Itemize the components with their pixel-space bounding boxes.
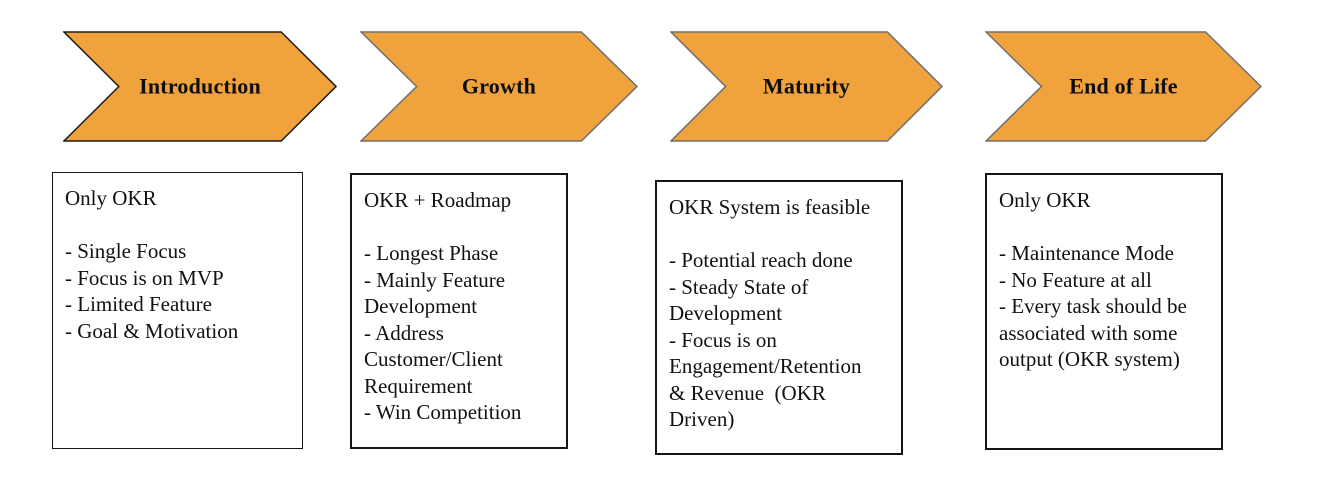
detail-line: Development (669, 301, 783, 325)
chevron-arrow-icon (63, 31, 337, 142)
detail-line (669, 221, 893, 248)
chevron-arrow-shape: End of Life (985, 31, 1262, 142)
chevron-arrow-icon (670, 31, 943, 142)
chevron-arrow-shape: Introduction (63, 31, 337, 142)
detail-box: OKR System is feasible - Potential reach … (655, 180, 903, 455)
detail-line: - Single Focus (65, 239, 187, 263)
chevron-arrow-icon (360, 31, 638, 142)
stage-label: Growth (461, 72, 537, 98)
detail-line: associated with some (999, 320, 1178, 345)
detail-box: OKR + Roadmap - Longest Phase- Mainly Fea… (350, 173, 568, 449)
stage-label: Introduction (139, 72, 261, 98)
detail-line: - Limited Feature (65, 292, 212, 316)
detail-line: Only OKR (65, 186, 157, 210)
detail-line: - Focus is on (669, 327, 777, 352)
detail-line (364, 214, 558, 241)
detail-line: - Potential reach done (669, 248, 853, 272)
chevron-arrow-shape: Growth (360, 31, 638, 142)
detail-line: - Goal & Motivation (65, 318, 239, 343)
detail-line: - Win Competition (364, 400, 522, 424)
detail-line: - Focus is on MVP (65, 265, 224, 290)
detail-line: - Address (364, 320, 444, 345)
detail-line: OKR System is feasible (669, 195, 871, 219)
detail-line: - Every task should be (999, 294, 1187, 318)
detail-line: - No Feature at all (999, 267, 1152, 292)
stage-label: Maturity (762, 72, 851, 98)
detail-box: Only OKR - Maintenance Mode- No Feature a… (985, 173, 1223, 450)
detail-line: - Maintenance Mode (999, 241, 1174, 265)
detail-line: output (OKR system) (999, 347, 1180, 371)
detail-box: Only OKR- Single Focus- Focus is on MVP-… (52, 172, 303, 449)
detail-line (65, 212, 294, 239)
detail-line: - Mainly Feature (364, 267, 506, 292)
detail-line: Customer/Client (364, 347, 503, 371)
detail-line: Only OKR (999, 188, 1091, 212)
chevron-arrow-shape: Maturity (670, 31, 943, 142)
detail-line: Driven) (669, 407, 735, 431)
detail-line: Engagement/Retention (669, 354, 862, 378)
detail-line (999, 214, 1213, 241)
detail-line: - Steady State of (669, 274, 809, 299)
detail-line: & Revenue (OKR (669, 380, 826, 405)
stage-label: End of Life (1069, 72, 1178, 98)
detail-line: Development (364, 294, 478, 318)
chevron-arrow-icon (985, 31, 1262, 142)
detail-line: - Longest Phase (364, 241, 499, 265)
detail-line: Requirement (364, 373, 473, 398)
detail-line: OKR + Roadmap (364, 188, 512, 212)
